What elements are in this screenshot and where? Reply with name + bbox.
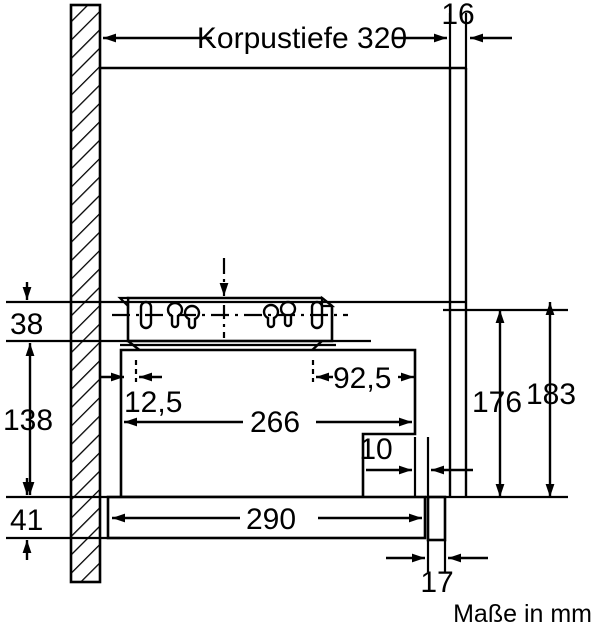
dimension-label-290: 290	[246, 503, 296, 536]
dimension-176: 176	[472, 310, 522, 497]
dimension-10: 10	[359, 433, 473, 500]
dimension-92-5: 92,5	[311, 360, 414, 395]
dimension-17: 17	[386, 540, 488, 599]
dimension-label-16: 16	[441, 0, 474, 31]
dimension-label-korpustiefe: Korpustiefe 320	[197, 22, 407, 55]
cabinet-outline	[100, 66, 468, 497]
dimension-41: 41	[10, 478, 43, 560]
dimension-label-17: 17	[420, 566, 453, 599]
dimension-label-38: 38	[10, 308, 43, 341]
dimension-label-92-5: 92,5	[333, 362, 391, 395]
dimension-label-183: 183	[526, 378, 576, 411]
dimension-16: 16	[441, 0, 512, 70]
dimension-label-266: 266	[250, 406, 300, 439]
dimension-label-176: 176	[472, 386, 522, 419]
extension-lines-left	[6, 300, 466, 540]
dimension-korpustiefe: Korpustiefe 320	[103, 22, 447, 55]
units-note: Maße in mm	[453, 600, 592, 628]
dimension-290: 290	[112, 503, 422, 536]
dimension-12-5: 12,5	[124, 360, 182, 419]
dimension-266: 266	[124, 406, 412, 439]
dimension-38: 38	[10, 282, 43, 341]
wall-section	[69, 3, 102, 584]
extension-lines-right	[425, 308, 568, 499]
dimension-label-41: 41	[10, 504, 43, 537]
dimension-label-10: 10	[359, 433, 392, 466]
dimension-label-12-5: 12,5	[124, 386, 182, 419]
dimension-label-138: 138	[3, 404, 53, 437]
dimension-138: 138	[3, 343, 53, 495]
mounting-bracket	[112, 295, 348, 354]
dimension-183: 183	[526, 302, 576, 497]
